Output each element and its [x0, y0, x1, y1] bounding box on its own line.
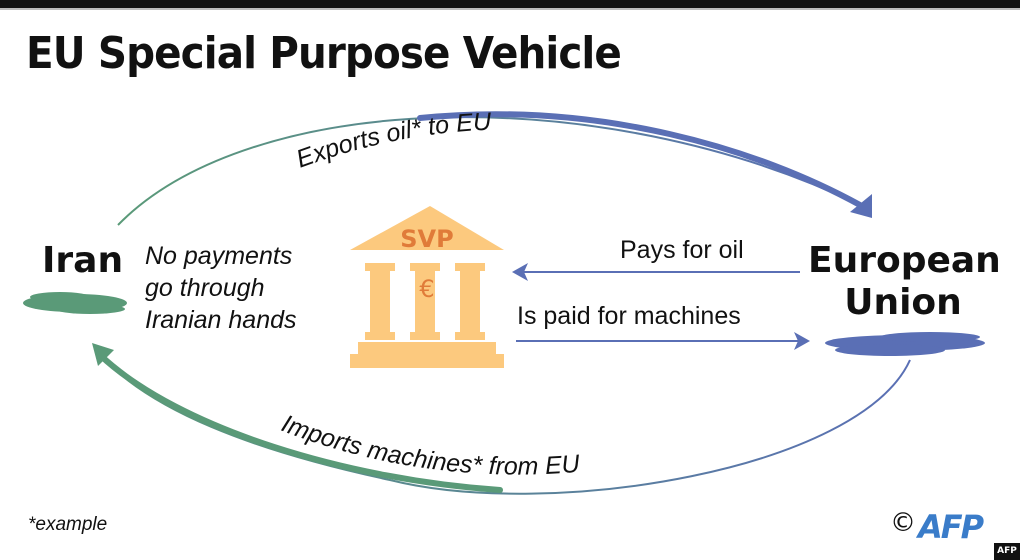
note-line3: Iranian hands — [145, 306, 297, 334]
iran-brush-stroke — [23, 292, 127, 314]
top-arc-thick — [417, 111, 863, 208]
eu-label-line1: European — [808, 240, 1001, 281]
paid-arrowhead — [794, 332, 810, 350]
afp-badge: AFP — [994, 543, 1020, 560]
note-line2: go through — [145, 274, 265, 302]
paid-for-machines-label: Is paid for machines — [517, 302, 741, 330]
afp-logo: AFP — [918, 508, 984, 546]
bottom-arc-arrowhead — [92, 343, 114, 366]
top-arc-label: Exports oil* to EU — [293, 108, 493, 174]
bottom-arc-thick — [97, 352, 503, 493]
bank-label: SVP — [400, 225, 453, 253]
page-title: EU Special Purpose Vehicle — [26, 28, 622, 79]
note-line1: No payments — [145, 242, 293, 270]
bottom-arc-arrow — [99, 354, 911, 495]
pays-arrowhead — [512, 263, 528, 281]
eu-label: European Union — [808, 240, 1001, 324]
bank-building-icon — [350, 206, 504, 368]
eu-brush-stroke — [825, 332, 985, 356]
top-arc-arrowhead — [850, 194, 872, 218]
top-border — [0, 0, 1020, 8]
bottom-arc-label: Imports machines* from EU — [278, 409, 582, 480]
no-payments-note: No payments go through Iranian hands — [145, 240, 297, 336]
top-border-shadow — [0, 8, 1020, 10]
eu-label-line2: Union — [844, 282, 962, 323]
pays-for-oil-label: Pays for oil — [620, 236, 744, 264]
copyright-icon: © — [890, 508, 916, 538]
euro-icon: € — [419, 275, 434, 303]
iran-label: Iran — [42, 240, 124, 281]
footnote: *example — [28, 514, 108, 535]
